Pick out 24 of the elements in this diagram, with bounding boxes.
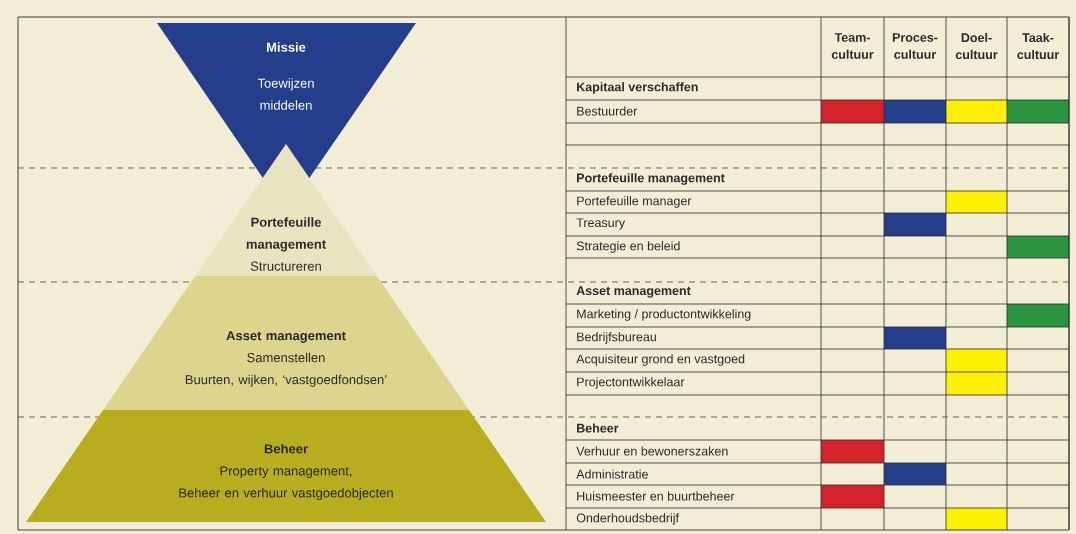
pyramid-band: Portefeuille management Structureren (195, 144, 377, 276)
row-label: Huismeester en buurtbeheer (577, 491, 735, 501)
section-heading: Kapitaal verschaffen (577, 82, 698, 94)
inverted-triangle: Missie Toewijzen middelen (157, 23, 416, 212)
row-label: Portefeuille manager (577, 196, 692, 208)
column-header: Taak- cultuur (1017, 32, 1059, 60)
row-label: Onderhoudsbedrijf (576, 513, 680, 525)
column-header: Doel- cultuur (955, 32, 998, 60)
column-header: Proces- cultuur (892, 33, 938, 59)
row-label: Administratie (576, 469, 648, 479)
row-label: Strategie en beleid (576, 241, 680, 253)
row-label: Bedrijfsbureau (577, 332, 656, 344)
pyramid-band: Asset management Samenstellen Buurten, wijken, ‘vastgoedfondsen’ (103, 276, 469, 410)
section-heading: Beheer (577, 423, 619, 433)
row-label: Marketing / productontwikkeling (577, 309, 751, 321)
row-label: Acquisiteur grond en vastgoed (576, 354, 745, 366)
row-label: Projectontwikkelaar (577, 377, 685, 389)
section-heading: Asset management (576, 286, 691, 298)
pyramid-band: Beheer Property management, Beheer en verhuur vastgoedobjecten (26, 410, 546, 522)
row-label: Treasury (576, 218, 626, 230)
section-heading: Portefeuille management (577, 173, 725, 185)
row-label: Bestuurder (577, 106, 638, 116)
column-header: Team- cultuur (831, 33, 874, 59)
row-label: Verhuur en bewonerszaken (576, 446, 728, 456)
